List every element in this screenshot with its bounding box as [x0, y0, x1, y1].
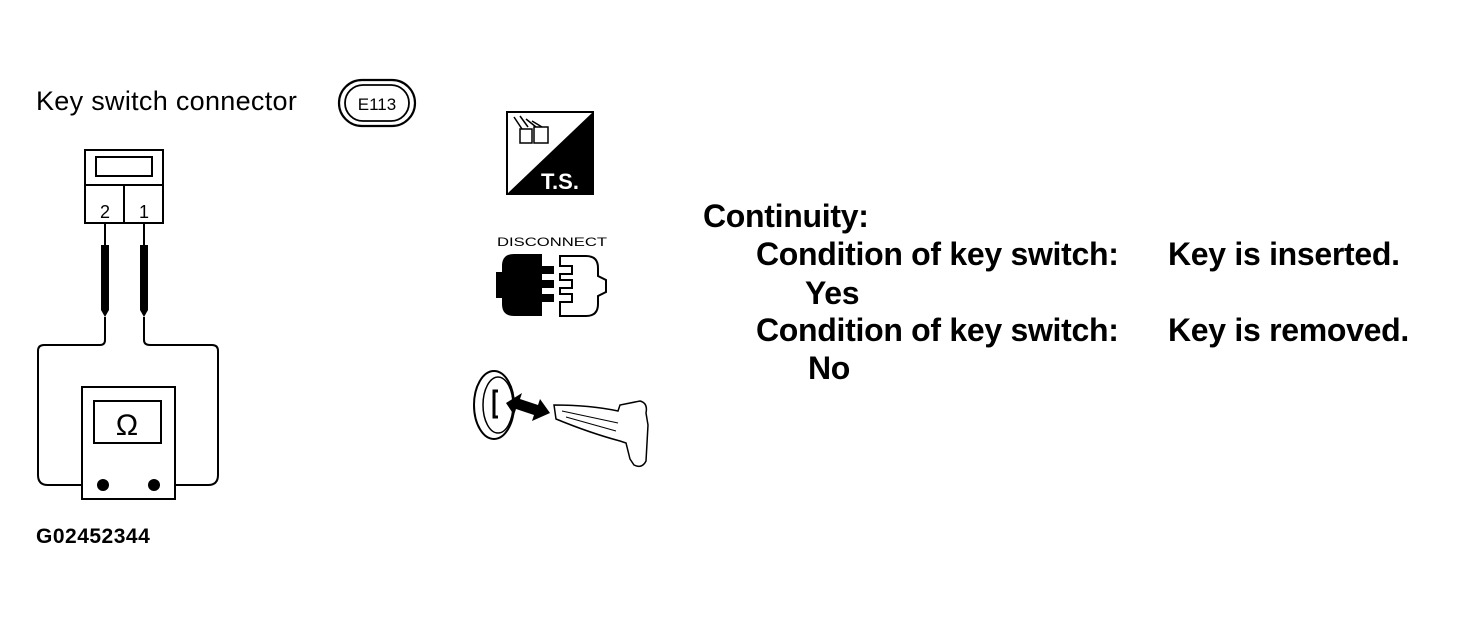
connector-code-badge: E113	[337, 78, 417, 128]
double-arrow-icon	[506, 393, 550, 421]
probe-terminal-1	[140, 223, 148, 340]
condition-2-value: Key is removed.	[1168, 312, 1409, 348]
key-blade	[553, 400, 649, 468]
condition-2-label: Condition of key switch:	[756, 312, 1119, 348]
terminal-1-cavity	[123, 184, 164, 224]
plug-female	[559, 255, 607, 317]
terminal-2-label: 2	[100, 202, 110, 222]
ohmmeter: Ω	[81, 386, 176, 500]
connector-title: Key switch connector	[36, 86, 298, 116]
continuity-title: Continuity:	[703, 198, 869, 234]
ohm-symbol: Ω	[116, 409, 138, 442]
meter-jack-left	[97, 479, 109, 491]
terminal-1-label: 1	[139, 202, 149, 222]
terminal-side-icon: T.S.	[506, 111, 594, 195]
condition-1-value: Key is inserted.	[1168, 236, 1400, 272]
probe-terminal-2	[101, 223, 109, 340]
meter-jack-right	[148, 479, 160, 491]
key-insert-remove-icon	[473, 370, 649, 468]
lead-wire-2	[37, 339, 106, 486]
figure-code: G02452344	[36, 525, 151, 548]
disconnect-label: DISCONNECT	[497, 235, 608, 249]
disconnect-icon: DISCONNECT	[496, 235, 608, 317]
ts-label: T.S.	[541, 169, 579, 194]
condition-1-result: Yes	[805, 275, 860, 311]
condition-2-result: No	[808, 350, 851, 386]
condition-1-label: Condition of key switch:	[756, 236, 1119, 272]
connector-housing: 2 1	[84, 149, 164, 224]
ohmmeter-wiring-diagram: 2 1 Ω	[37, 149, 219, 500]
lead-wire-1	[143, 339, 219, 486]
connector-code-text: E113	[358, 95, 396, 114]
plug-male	[496, 254, 554, 316]
ohmmeter-display	[93, 400, 162, 444]
